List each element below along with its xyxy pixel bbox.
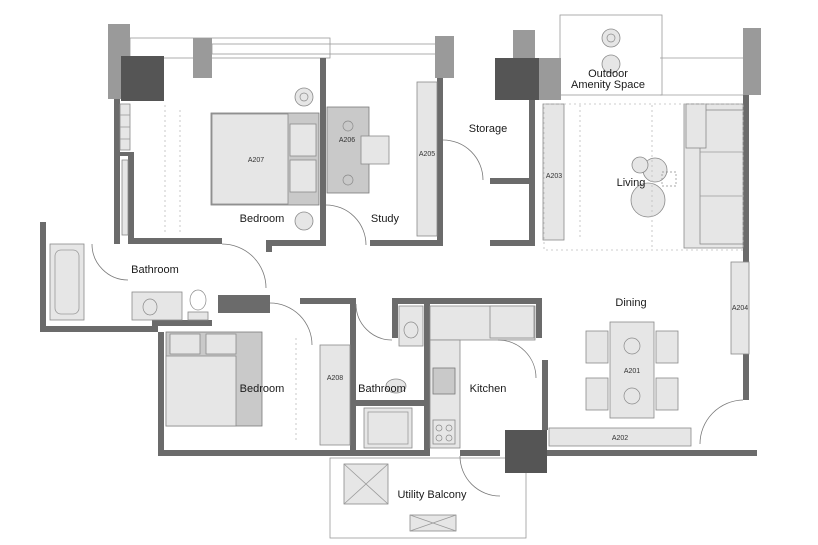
study-cabinet xyxy=(416,81,438,237)
wardrobe-a208 xyxy=(319,344,351,446)
outdoor-table-set xyxy=(601,28,621,74)
sofa xyxy=(683,103,744,249)
label-living: Living xyxy=(617,177,646,189)
second-bed xyxy=(165,331,263,427)
structural-columns xyxy=(108,24,761,473)
living-ceiling-outline xyxy=(543,103,744,251)
wardrobe-upper-bedroom xyxy=(119,103,131,236)
storage-cabinet xyxy=(542,103,581,241)
tag-a202: A202 xyxy=(612,435,628,442)
utility-balcony-fixtures xyxy=(343,463,457,532)
tag-a208: A208 xyxy=(327,375,343,382)
tag-a203: A203 xyxy=(546,173,562,180)
label-dining: Dining xyxy=(615,297,646,309)
label-study: Study xyxy=(371,213,400,225)
label-bathroom-center: Bathroom xyxy=(358,383,406,395)
label-bedroom-top: Bedroom xyxy=(240,213,285,225)
label-bedroom-bottom: Bedroom xyxy=(240,383,285,395)
label-outdoor-amenity-2: Amenity Space xyxy=(571,79,645,91)
window-lines xyxy=(129,14,745,539)
tag-a206: A206 xyxy=(339,137,355,144)
tag-a205: A205 xyxy=(419,151,435,158)
center-bathroom-fixtures xyxy=(363,305,424,449)
walls xyxy=(40,58,757,456)
label-kitchen: Kitchen xyxy=(470,383,507,395)
bench-a202 xyxy=(548,427,692,447)
label-storage: Storage xyxy=(469,123,508,135)
master-bed xyxy=(210,112,320,206)
dining-set xyxy=(585,321,679,419)
label-utility-balcony: Utility Balcony xyxy=(397,489,467,501)
sideboard-a204 xyxy=(730,261,750,355)
coffee-tables xyxy=(630,156,677,218)
label-bathroom-left: Bathroom xyxy=(131,264,179,276)
tag-a207: A207 xyxy=(248,157,264,164)
bathtub xyxy=(49,243,85,321)
tag-a204: A204 xyxy=(732,305,748,312)
tag-a201: A201 xyxy=(624,368,640,375)
kitchen-counters xyxy=(429,305,536,449)
label-outdoor-amenity-1: Outdoor xyxy=(588,68,628,80)
vanity-left xyxy=(131,289,209,321)
bedside-lamps xyxy=(294,87,314,231)
study-desk xyxy=(326,106,390,194)
door-swings xyxy=(91,139,744,497)
